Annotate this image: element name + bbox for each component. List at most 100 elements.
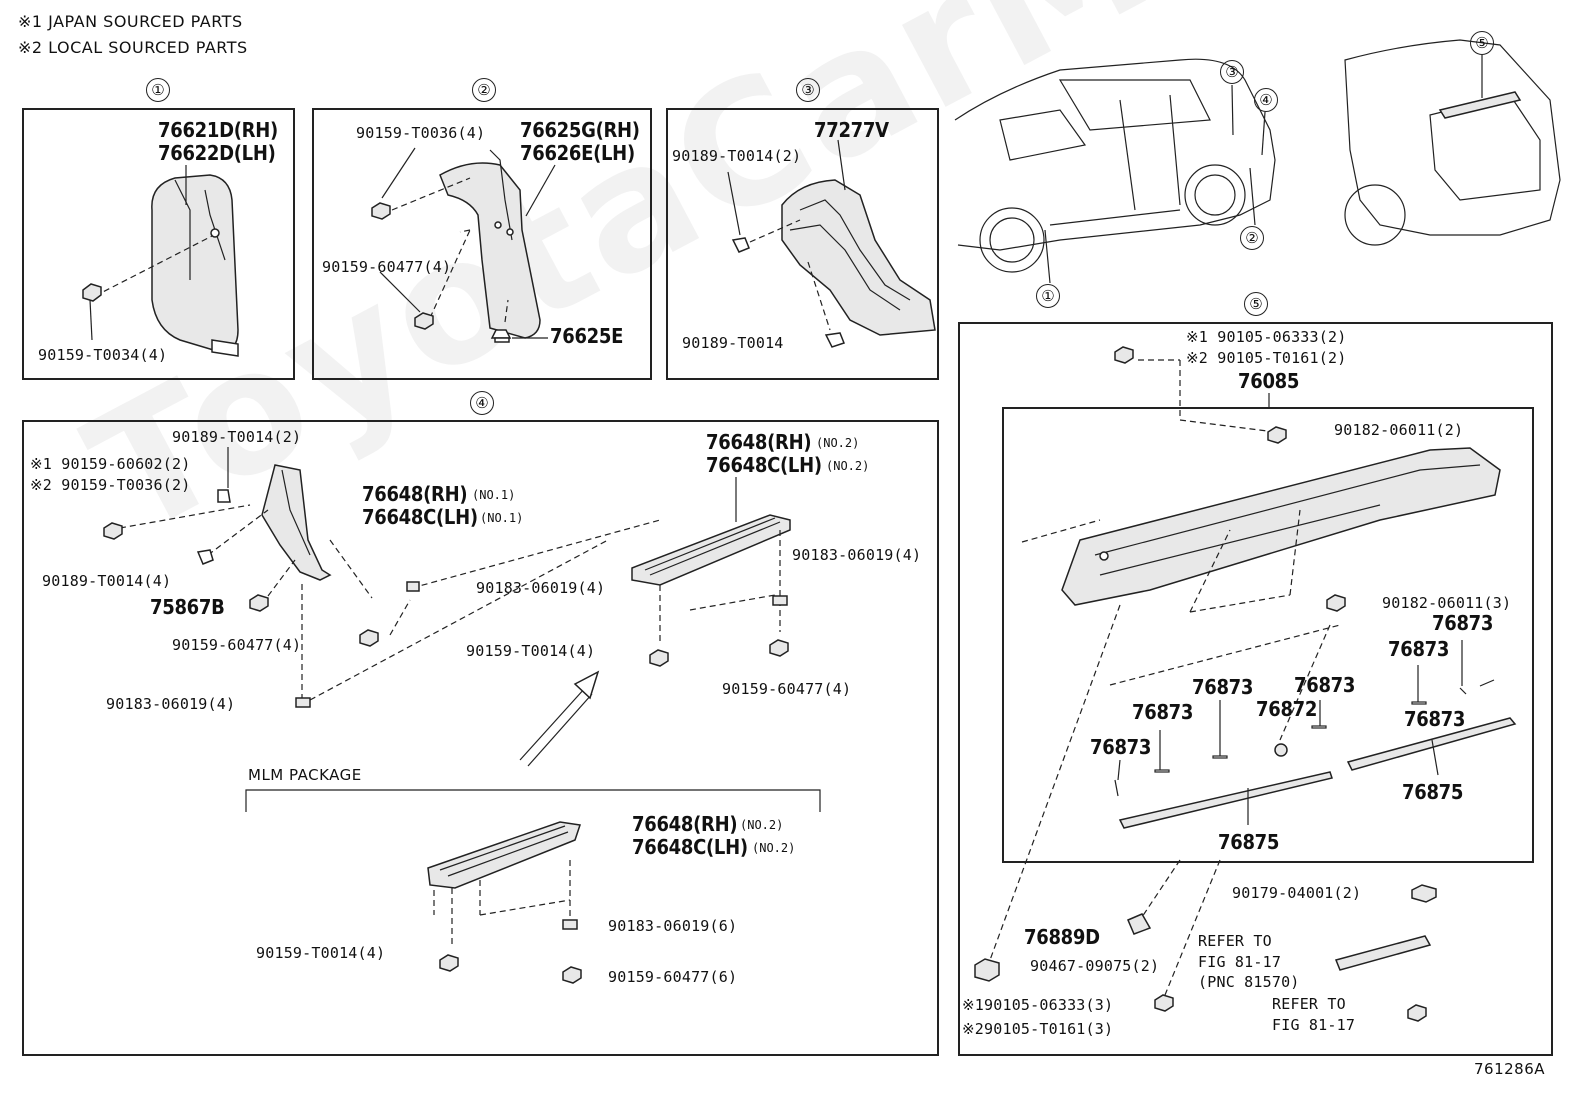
part-label: 90182-06011(2) bbox=[1334, 421, 1464, 439]
mlm-package-label: MLM PACKAGE bbox=[248, 766, 362, 784]
vehicle-side-illustration bbox=[954, 58, 1276, 273]
section-1-frame bbox=[22, 108, 295, 380]
reference-label: FIG 81-17 bbox=[1272, 1016, 1356, 1034]
part-label: 90159-T0014(4) bbox=[256, 944, 386, 962]
car-marker-4: ④ bbox=[1254, 88, 1278, 112]
part-label-sub: (NO.2) bbox=[816, 436, 860, 450]
part-label: 76873 bbox=[1388, 637, 1450, 661]
part-label: 90189-T0014(2) bbox=[672, 147, 802, 165]
part-label: ※1 90159-60602(2) bbox=[30, 455, 191, 473]
part-label: 90467-09075(2) bbox=[1030, 957, 1160, 975]
note-japan-sourced: ※1 JAPAN SOURCED PARTS bbox=[18, 12, 243, 31]
part-label: 90183-06019(4) bbox=[792, 546, 922, 564]
car-marker-5: ⑤ bbox=[1470, 31, 1494, 55]
section-4-marker: ④ bbox=[470, 391, 494, 415]
step-no2-illustration bbox=[631, 514, 791, 586]
clip-s3-a bbox=[731, 237, 750, 253]
fasteners-s5 bbox=[974, 346, 1517, 1022]
section-5-marker: ⑤ bbox=[1244, 292, 1268, 316]
part-label: 90189-T0014(2) bbox=[172, 428, 302, 446]
part-label: 90182-06011(3) bbox=[1382, 594, 1512, 612]
part-label: 76873 bbox=[1132, 700, 1194, 724]
reference-label: REFER TO bbox=[1272, 995, 1346, 1013]
part-label: 76648(RH) bbox=[706, 430, 812, 454]
part-label: 90183-06019(4) bbox=[476, 579, 606, 597]
fasteners-mlm bbox=[439, 919, 582, 984]
part-label: 76626E(LH) bbox=[520, 141, 635, 165]
part-label: 90159-T0014(4) bbox=[466, 642, 596, 660]
part-label-sub: (NO.1) bbox=[480, 511, 524, 525]
section-4-frame bbox=[22, 420, 939, 1056]
part-label: 90183-06019(4) bbox=[106, 695, 236, 713]
part-label-sub: (NO.2) bbox=[826, 459, 870, 473]
part-label: ※290105-T0161(3) bbox=[962, 1020, 1114, 1038]
part-label: 90159-60477(4) bbox=[722, 680, 852, 698]
part-label: 76873 bbox=[1192, 675, 1254, 699]
part-label: 76873 bbox=[1404, 707, 1466, 731]
diagram-id: 761286A bbox=[1474, 1060, 1546, 1078]
part-label-sub: (NO.1) bbox=[472, 488, 516, 502]
part-label: ※1 90105-06333(2) bbox=[1186, 328, 1347, 346]
part-label: 76873 bbox=[1090, 735, 1152, 759]
part-label: 76872 bbox=[1256, 697, 1318, 721]
clip-s2 bbox=[490, 329, 512, 343]
part-label: 76889D bbox=[1024, 925, 1100, 949]
section-5-inner-frame bbox=[1002, 407, 1534, 863]
part-label: 90183-06019(6) bbox=[608, 917, 738, 935]
part-label: ※2 90159-T0036(2) bbox=[30, 476, 191, 494]
part-label: ※190105-06333(3) bbox=[962, 996, 1114, 1014]
direction-arrow bbox=[519, 670, 600, 767]
part-label: 75867B bbox=[150, 595, 225, 619]
part-label: 90159-60477(6) bbox=[608, 968, 738, 986]
section-3-marker: ③ bbox=[796, 78, 820, 102]
note-local-sourced: ※2 LOCAL SOURCED PARTS bbox=[18, 38, 248, 57]
section-5-frame bbox=[958, 322, 1553, 1056]
mudguard-rear-illustration bbox=[439, 149, 541, 339]
part-label: 76873 bbox=[1294, 673, 1356, 697]
part-label: 90159-60477(4) bbox=[322, 258, 452, 276]
bracket-no1-illustration bbox=[261, 464, 332, 581]
part-label: 77277V bbox=[814, 118, 889, 142]
part-label: 76622D(LH) bbox=[158, 141, 276, 165]
section-3-frame bbox=[666, 108, 939, 380]
part-label: 76648(RH) bbox=[362, 482, 468, 506]
bolt-s2-b bbox=[414, 312, 434, 330]
mudguard-front-illustration bbox=[151, 174, 239, 357]
part-label: 90159-60477(4) bbox=[172, 636, 302, 654]
step-mlm-illustration bbox=[427, 821, 581, 889]
part-label: 90179-04001(2) bbox=[1232, 884, 1362, 902]
section-1-marker: ① bbox=[146, 78, 170, 102]
part-label: 90159-T0034(4) bbox=[38, 346, 168, 364]
part-label-sub: (NO.2) bbox=[752, 841, 796, 855]
bolt-s2-a bbox=[371, 202, 391, 220]
part-label: 90189-T0014 bbox=[682, 334, 784, 352]
clip-s3-b bbox=[824, 332, 845, 348]
part-label: 76648C(LH) bbox=[632, 835, 748, 859]
car-marker-2: ② bbox=[1240, 226, 1264, 250]
inner-liner-illustration bbox=[781, 179, 936, 336]
car-marker-1: ① bbox=[1036, 284, 1060, 308]
part-label: 76648C(LH) bbox=[362, 505, 478, 529]
part-label: 76625E bbox=[550, 324, 624, 348]
part-label: 76873 bbox=[1432, 611, 1494, 635]
reference-label: REFER TO bbox=[1198, 932, 1272, 950]
bolt-s1 bbox=[82, 283, 102, 341]
section-2-frame bbox=[312, 108, 652, 380]
car-marker-3: ③ bbox=[1220, 60, 1244, 84]
section-2-marker: ② bbox=[472, 78, 496, 102]
part-label: 76648C(LH) bbox=[706, 453, 822, 477]
part-label: 76648(RH) bbox=[632, 812, 738, 836]
part-label: 76875 bbox=[1218, 830, 1280, 854]
part-label: 76085 bbox=[1238, 369, 1300, 393]
part-label: 76621D(RH) bbox=[158, 118, 278, 142]
spoiler-illustration bbox=[1061, 447, 1501, 606]
reference-label: FIG 81-17 bbox=[1198, 953, 1282, 971]
part-label: ※2 90105-T0161(2) bbox=[1186, 349, 1347, 367]
part-label: 76625G(RH) bbox=[520, 118, 640, 142]
part-label: 76875 bbox=[1402, 780, 1464, 804]
part-label-sub: (NO.2) bbox=[740, 818, 784, 832]
part-label: 90189-T0014(4) bbox=[42, 572, 172, 590]
fasteners-s4 bbox=[103, 489, 789, 708]
vehicle-rear-illustration bbox=[1344, 39, 1561, 246]
